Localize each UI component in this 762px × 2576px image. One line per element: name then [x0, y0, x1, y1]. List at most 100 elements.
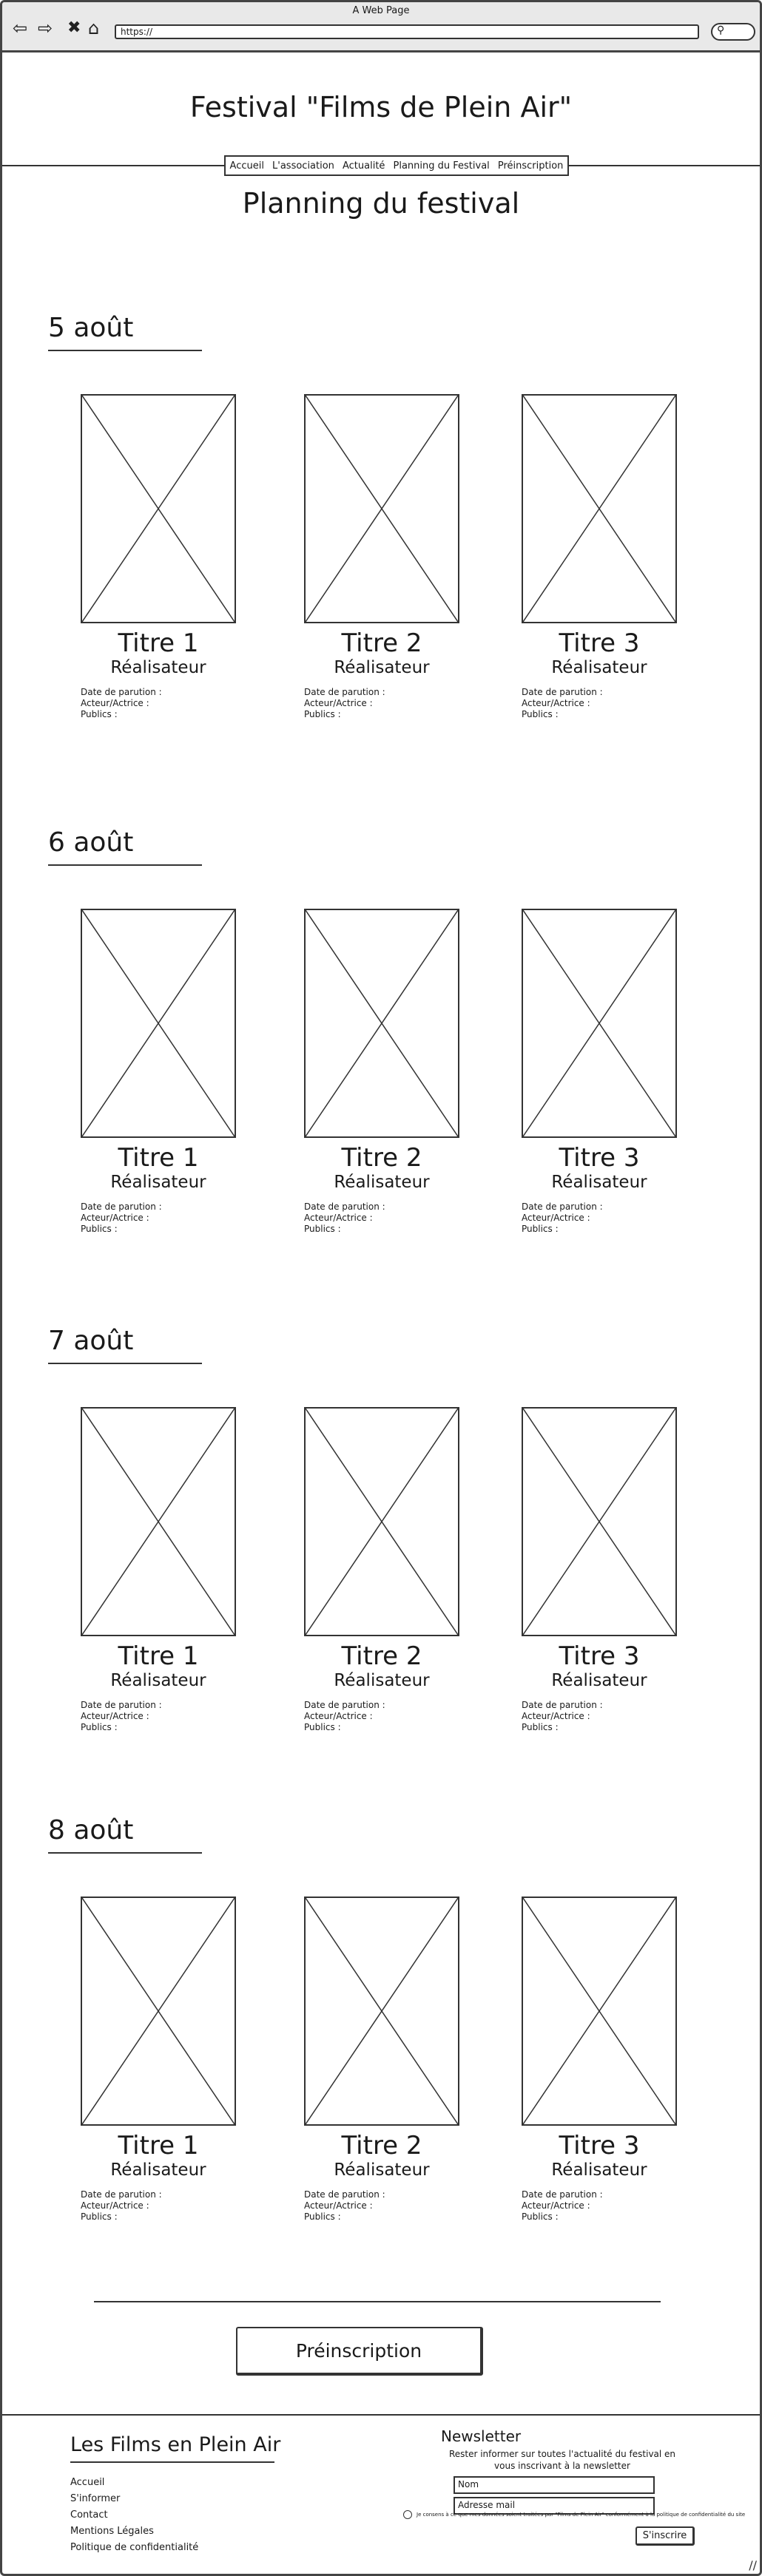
film-audience-label: Publics :	[522, 709, 559, 719]
film-title[interactable]: Titre 3	[559, 1143, 640, 1173]
film-release-label: Date de parution :	[522, 2189, 603, 2200]
footer-link-contact[interactable]: Contact	[70, 2509, 108, 2521]
film-director: Réalisateur	[551, 658, 647, 677]
image-placeholder-icon	[81, 1897, 236, 2126]
window-title: A Web Page	[352, 5, 410, 16]
film-director: Réalisateur	[334, 1671, 430, 1690]
newsletter-description: Rester informer sur toutes l'actualité d…	[448, 2449, 676, 2471]
film-release-label: Date de parution :	[81, 2189, 162, 2200]
film-cast-label: Acteur/Actrice :	[522, 698, 590, 708]
site-title: Festival "Films de Plein Air"	[189, 91, 573, 123]
consent-radio[interactable]	[403, 2510, 412, 2519]
nav-item-preinscription[interactable]: Préinscription	[497, 160, 564, 172]
film-meta: Date de parution :Acteur/Actrice :Public…	[81, 687, 236, 720]
film-meta: Date de parution :Acteur/Actrice :Public…	[522, 687, 677, 720]
home-icon[interactable]: ⌂	[88, 18, 100, 38]
film-release-label: Date de parution :	[81, 1201, 162, 1212]
film-release-label: Date de parution :	[81, 1700, 162, 1710]
film-meta: Date de parution :Acteur/Actrice :Public…	[304, 2189, 459, 2223]
footer-link-sinformer[interactable]: S'informer	[70, 2493, 121, 2504]
day-title: 7 août	[48, 1326, 134, 1356]
footer-link-accueil[interactable]: Accueil	[70, 2477, 105, 2488]
close-icon[interactable]: ✖	[67, 18, 81, 37]
film-cast-label: Acteur/Actrice :	[522, 1213, 590, 1223]
page-title: Planning du festival	[242, 187, 520, 220]
image-placeholder-icon	[304, 394, 459, 623]
film-title[interactable]: Titre 1	[118, 1143, 199, 1173]
film-cast-label: Acteur/Actrice :	[304, 2200, 373, 2211]
resize-grip-icon[interactable]: ∕∕	[749, 2558, 757, 2572]
film-title[interactable]: Titre 1	[118, 2131, 199, 2160]
film-title[interactable]: Titre 1	[118, 1641, 199, 1671]
image-placeholder-icon	[522, 1407, 677, 1636]
forward-arrow-icon[interactable]: ⇨	[38, 18, 53, 38]
film-cast-label: Acteur/Actrice :	[304, 698, 373, 708]
newsletter-name-field[interactable]: Nom	[454, 2476, 655, 2494]
film-director: Réalisateur	[551, 2160, 647, 2180]
film-title[interactable]: Titre 2	[341, 628, 422, 658]
url-input[interactable]: https://	[115, 24, 699, 39]
film-title[interactable]: Titre 1	[118, 628, 199, 658]
film-title[interactable]: Titre 3	[559, 628, 640, 658]
newsletter-consent: Je consens à ce que mes données soient t…	[403, 2510, 745, 2519]
nav-item-planning[interactable]: Planning du Festival	[393, 160, 490, 172]
browser-toolbar: A Web Page ⇦ ⇨ ✖ ⌂ https:// ⚲	[2, 2, 760, 52]
film-director: Réalisateur	[334, 2160, 430, 2180]
film-title[interactable]: Titre 3	[559, 2131, 640, 2160]
newsletter-submit-button[interactable]: S'inscrire	[635, 2526, 695, 2546]
image-placeholder-icon	[522, 909, 677, 1138]
day-title: 6 août	[48, 827, 134, 858]
film-release-label: Date de parution :	[522, 687, 603, 697]
consent-text: Je consens à ce que mes données soient t…	[417, 2512, 746, 2518]
film-title[interactable]: Titre 2	[341, 2131, 422, 2160]
film-meta: Date de parution :Acteur/Actrice :Public…	[81, 1201, 236, 1235]
day-title: 8 août	[48, 1815, 134, 1845]
newsletter-email-field[interactable]: Adresse mail	[454, 2497, 655, 2515]
image-placeholder-icon	[522, 394, 677, 623]
preinscription-button[interactable]: Préinscription	[236, 2327, 483, 2376]
film-title[interactable]: Titre 3	[559, 1641, 640, 1671]
day-title-underline	[48, 1363, 202, 1364]
nav-item-actualite[interactable]: Actualité	[343, 160, 385, 172]
footer-brand-underline	[70, 2461, 274, 2463]
day-title-underline	[48, 1852, 202, 1854]
film-audience-label: Publics :	[304, 1224, 341, 1234]
nav-item-accueil[interactable]: Accueil	[229, 160, 264, 172]
film-release-label: Date de parution :	[81, 687, 162, 697]
image-placeholder-icon	[522, 1897, 677, 2126]
footer-links: Accueil S'informer Contact Mentions Léga…	[70, 2475, 198, 2556]
footer-link-mentions-legales[interactable]: Mentions Légales	[70, 2526, 154, 2537]
film-title[interactable]: Titre 2	[341, 1641, 422, 1671]
film-cast-label: Acteur/Actrice :	[522, 2200, 590, 2211]
day-title-underline	[48, 864, 202, 866]
film-director: Réalisateur	[551, 1671, 647, 1690]
newsletter-title: Newsletter	[441, 2427, 522, 2445]
image-placeholder-icon	[304, 1407, 459, 1636]
film-meta: Date de parution :Acteur/Actrice :Public…	[81, 2189, 236, 2223]
film-meta: Date de parution :Acteur/Actrice :Public…	[304, 687, 459, 720]
film-cast-label: Acteur/Actrice :	[304, 1711, 373, 1721]
browser-search-field[interactable]: ⚲	[711, 23, 755, 41]
film-title[interactable]: Titre 2	[341, 1143, 422, 1173]
content-divider	[94, 2301, 661, 2302]
film-audience-label: Publics :	[304, 1722, 341, 1732]
film-director: Réalisateur	[110, 2160, 206, 2180]
film-release-label: Date de parution :	[304, 1700, 385, 1710]
back-arrow-icon[interactable]: ⇦	[13, 18, 28, 38]
nav-item-association[interactable]: L'association	[272, 160, 334, 172]
film-meta: Date de parution :Acteur/Actrice :Public…	[304, 1201, 459, 1235]
footer-link-politique[interactable]: Politique de confidentialité	[70, 2542, 199, 2553]
